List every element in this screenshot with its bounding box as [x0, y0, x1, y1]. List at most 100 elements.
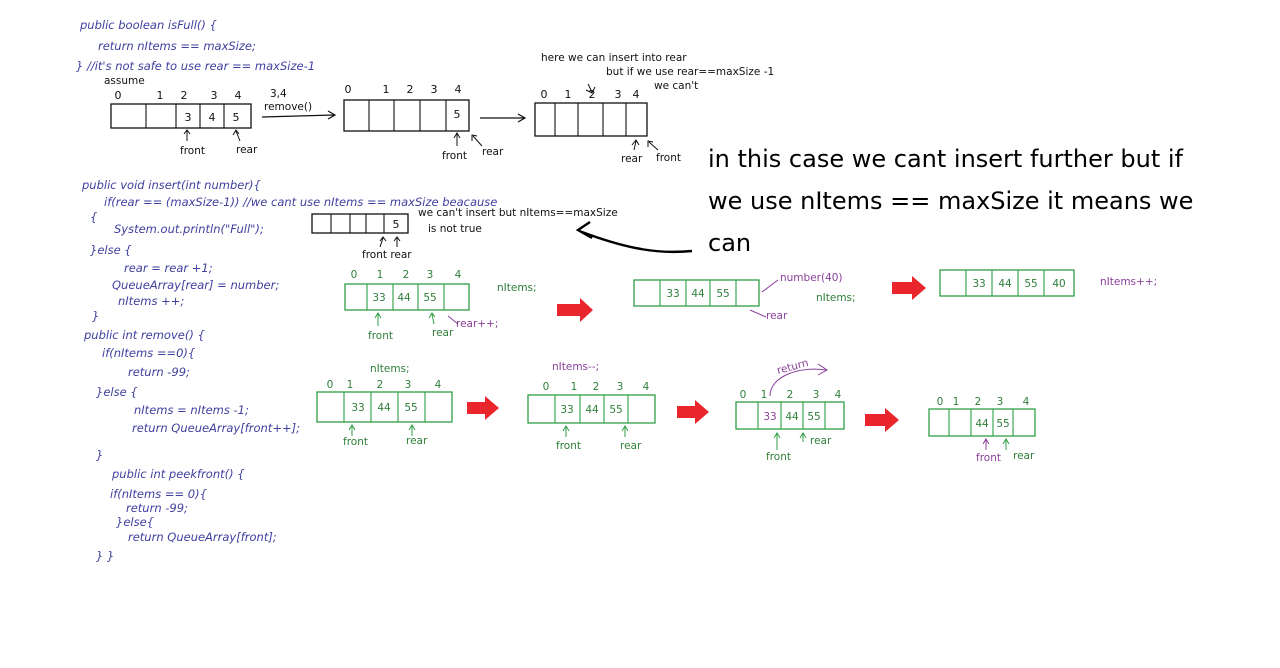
- front-arrow: [183, 129, 191, 141]
- cell-value: 44: [585, 404, 599, 416]
- rear-label: rear: [432, 327, 454, 339]
- code-line: QueueArray[rear] = number;: [112, 278, 279, 292]
- rear-label: rear: [482, 146, 504, 158]
- cell-value: 55: [609, 404, 622, 416]
- index-label: 1: [347, 379, 354, 391]
- index-label: 2: [403, 269, 410, 281]
- index-label: 1: [565, 88, 572, 101]
- transition-arrow: [261, 110, 337, 120]
- index-label: 4: [1023, 396, 1030, 408]
- code-line: } }: [96, 549, 114, 563]
- cell-value: 33: [666, 288, 679, 300]
- nitems-label: nItems;: [370, 363, 410, 375]
- front-label: front: [343, 436, 368, 448]
- index-label: 4: [435, 379, 442, 391]
- code-line: return QueueArray[front];: [128, 530, 277, 544]
- front-arrow: [374, 312, 382, 326]
- note-line: can: [708, 229, 751, 257]
- cell-value: 33: [972, 278, 985, 290]
- front-arrow: [982, 438, 990, 450]
- code-line: if(rear == (maxSize-1)) //we cant use nI…: [104, 195, 497, 209]
- cell-value: 55: [404, 402, 417, 414]
- rear-arrow: [471, 134, 483, 147]
- index-label: 4: [835, 389, 842, 401]
- front-arrow: [348, 424, 356, 436]
- index-label: 4: [235, 89, 242, 102]
- cell-value: 33: [351, 402, 364, 414]
- rear-label: rear: [1013, 450, 1035, 462]
- front-arrow: [379, 236, 387, 248]
- nitems-increment-label: nItems++;: [1100, 276, 1157, 288]
- array-small: 5 front rear: [311, 213, 412, 261]
- code-line: if(nItems == 0){: [110, 487, 207, 501]
- code-line: }else {: [90, 243, 132, 257]
- index-label: 3: [405, 379, 412, 391]
- cell-value: 3: [185, 111, 192, 124]
- index-label: 0: [543, 381, 550, 393]
- code-line: System.out.println("Full");: [114, 222, 264, 236]
- front-arrow: [562, 425, 570, 437]
- cell-value: 55: [716, 288, 729, 300]
- index-label: 2: [377, 379, 384, 391]
- index-label: 3: [615, 88, 622, 101]
- cell-value: 44: [377, 402, 391, 414]
- pointer-arrow: [585, 83, 596, 94]
- cell-value: 5: [454, 108, 461, 121]
- rear-label: rear: [406, 435, 428, 447]
- code-line: }else {: [96, 385, 138, 399]
- cell-value: 55: [996, 418, 1009, 430]
- index-label: 1: [953, 396, 960, 408]
- index-label: 0: [327, 379, 334, 391]
- front-label: front: [976, 452, 1001, 464]
- front-label: front: [766, 451, 791, 463]
- front-arrow: [773, 432, 781, 450]
- insert-rear-note: here we can insert into rear: [541, 52, 687, 64]
- rear-arrow: [1002, 438, 1010, 450]
- explanation-note: in this case we cant insert further but …: [708, 145, 1193, 257]
- code-line: public int peekfront() {: [111, 467, 245, 481]
- array-ins-c: 33 44 55 40: [939, 269, 1075, 297]
- front-label: front: [556, 440, 581, 452]
- index-label: 2: [593, 381, 600, 393]
- index-label: 3: [211, 89, 218, 102]
- array-rem-a: 0 1 2 3 4 33 44 55 front rear: [316, 379, 453, 448]
- index-label: 2: [787, 389, 794, 401]
- code-line: nItems = nItems -1;: [134, 403, 249, 417]
- array-box: [344, 283, 470, 311]
- index-label: 3: [427, 269, 434, 281]
- front-rear-label: front rear: [362, 249, 412, 261]
- nitems-label: nItems;: [816, 292, 856, 304]
- rear-arrow: [621, 425, 629, 437]
- code-line: return -99;: [128, 365, 190, 379]
- code-line: return -99;: [126, 501, 188, 515]
- cell-value: 55: [423, 292, 436, 304]
- rear-arrow: [631, 139, 640, 151]
- cell-value: 44: [397, 292, 411, 304]
- index-label: 3: [617, 381, 624, 393]
- code-block: public boolean isFull() { return nItems …: [76, 18, 497, 563]
- code-line: nItems ++;: [118, 294, 184, 308]
- rear-increment-label: rear++;: [456, 318, 498, 330]
- array-box: [110, 103, 252, 129]
- index-label: 0: [351, 269, 358, 281]
- index-label: 2: [589, 88, 596, 101]
- index-label: 4: [633, 88, 640, 101]
- return-label: return: [776, 357, 810, 377]
- note-line: in this case we cant insert further but …: [708, 145, 1184, 173]
- code-line: return QueueArray[front++];: [132, 421, 300, 435]
- array-rem-c: return 0 1 2 3 4 33 44 55 front rear: [735, 357, 845, 463]
- cell-value: 5: [393, 218, 400, 231]
- remove-call-label: remove(): [264, 101, 312, 113]
- red-transition-arrow: [557, 298, 593, 322]
- rear-label: rear: [236, 144, 258, 156]
- index-label: 1: [377, 269, 384, 281]
- array-box: [939, 269, 1075, 297]
- rear-arrow: [408, 424, 416, 436]
- front-label: front: [442, 150, 467, 162]
- cell-value: 55: [1024, 278, 1037, 290]
- cell-value: 33: [763, 411, 776, 423]
- cell-value: 5: [233, 111, 240, 124]
- index-label: 4: [455, 269, 462, 281]
- rear-arrow: [232, 129, 241, 142]
